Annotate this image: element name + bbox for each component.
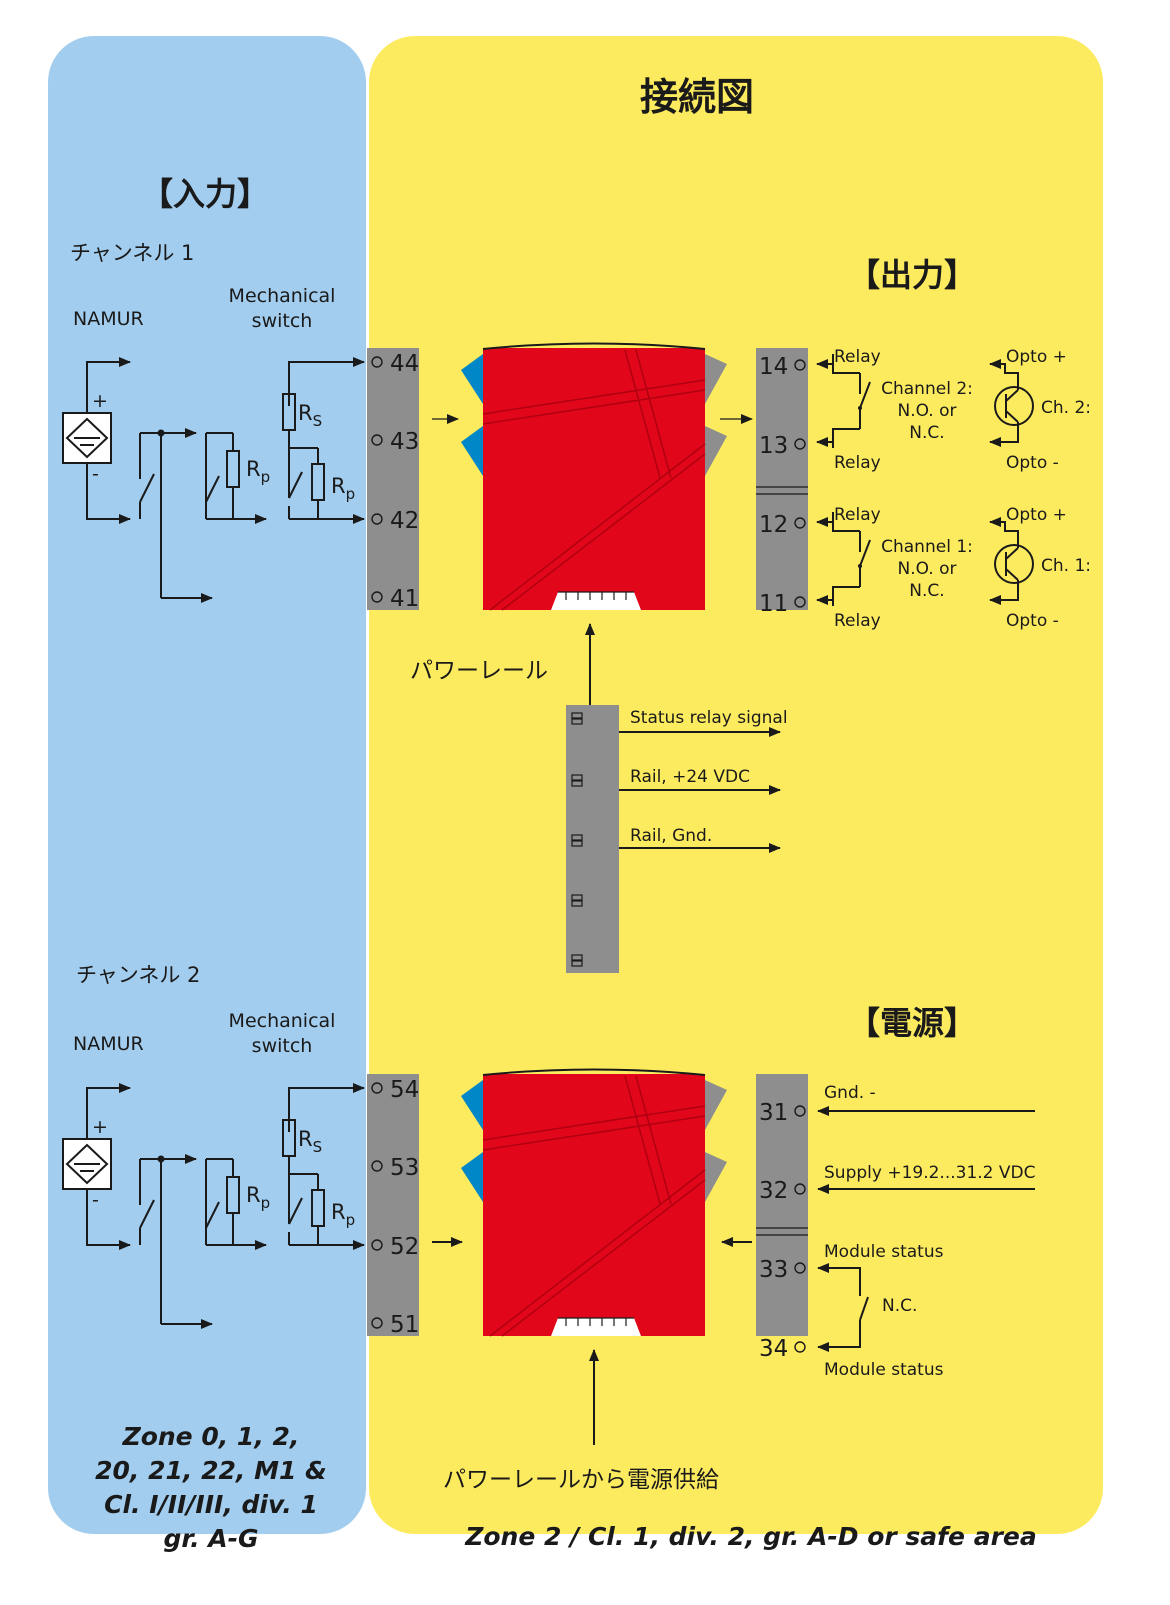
input-circuit-ch2: + - RS Rp Rp	[63, 1088, 364, 1324]
svg-text:Relay: Relay	[834, 453, 881, 473]
input-terminal-block-ch1: 44 43 42 41	[367, 348, 419, 612]
safe-zone-caption: Zone 2 / Cl. 1, div. 2, gr. A-D or safe …	[464, 1522, 1036, 1551]
svg-text:31: 31	[759, 1100, 788, 1126]
module-status-label-top: Module status	[824, 1242, 944, 1262]
svg-text:Rp: Rp	[331, 1200, 355, 1229]
isolator-module-top	[460, 342, 728, 611]
svg-text:44: 44	[390, 351, 419, 377]
output-header: 【出力】	[848, 256, 976, 294]
svg-text:Opto -: Opto -	[1006, 453, 1059, 473]
power-rail-connector	[566, 705, 619, 973]
svg-text:14: 14	[759, 354, 788, 380]
svg-text:Relay: Relay	[834, 505, 881, 525]
input-circuit-ch1: + - RS Rp Rp	[63, 362, 364, 598]
svg-text:42: 42	[390, 508, 419, 534]
svg-text:53: 53	[390, 1155, 419, 1181]
input-header: 【入力】	[141, 175, 269, 213]
module-status-relay	[817, 1263, 869, 1352]
supply-voltage-label: Supply +19.2...31.2 VDC	[824, 1163, 1036, 1183]
svg-text:RS: RS	[298, 401, 322, 430]
opto-output-ch2	[989, 359, 1034, 447]
svg-text:34: 34	[759, 1336, 788, 1362]
svg-text:Relay: Relay	[834, 611, 881, 631]
isolator-module-bottom	[460, 1068, 728, 1337]
svg-text:-: -	[92, 1189, 99, 1211]
svg-text:-: -	[92, 463, 99, 485]
relay-output-ch1	[816, 511, 871, 607]
svg-text:Opto +: Opto +	[1006, 505, 1067, 525]
svg-text:Ch. 2:: Ch. 2:	[1041, 398, 1091, 418]
channel2-label: チャンネル 2	[76, 963, 200, 987]
svg-text:Opto -: Opto -	[1006, 611, 1059, 631]
channel1-label: チャンネル 1	[70, 241, 194, 265]
svg-text:Relay: Relay	[834, 347, 881, 367]
svg-text:41: 41	[390, 586, 419, 612]
module-status-label-bottom: Module status	[824, 1360, 944, 1380]
nc-label: N.C.	[882, 1296, 917, 1316]
input-terminal-block-ch2: 54 53 52 51	[367, 1074, 419, 1338]
opto-output-ch1	[989, 517, 1034, 605]
svg-text:54: 54	[390, 1077, 419, 1103]
svg-text:12: 12	[759, 512, 788, 538]
svg-text:+: +	[92, 390, 108, 412]
svg-text:Rp: Rp	[331, 474, 355, 503]
namur-label-2: NAMUR	[73, 1033, 144, 1055]
svg-text:43: 43	[390, 429, 419, 455]
svg-text:11: 11	[759, 591, 788, 617]
rail-signal-status: Status relay signal	[630, 708, 788, 728]
rail-supply-label: パワーレールから電源供給	[443, 1467, 719, 1493]
hazardous-area-bg	[48, 36, 366, 1534]
power-header: 【電源】	[848, 1004, 976, 1042]
rail-signal-24v: Rail, +24 VDC	[630, 767, 750, 787]
svg-text:33: 33	[759, 1257, 788, 1283]
svg-text:51: 51	[390, 1312, 419, 1338]
svg-text:Rp: Rp	[246, 457, 270, 486]
relay-output-ch2	[816, 353, 871, 449]
namur-label-1: NAMUR	[73, 308, 144, 330]
svg-text:52: 52	[390, 1234, 419, 1260]
supply-terminal-block: 31 32 33 34	[756, 1074, 808, 1362]
svg-text:Ch. 1:: Ch. 1:	[1041, 556, 1091, 576]
rail-signal-gnd: Rail, Gnd.	[630, 826, 712, 846]
svg-text:Opto +: Opto +	[1006, 347, 1067, 367]
hazard-zone-caption: Zone 0, 1, 2,20, 21, 22, M1 &Cl. I/II/II…	[95, 1422, 327, 1553]
svg-text:+: +	[92, 1116, 108, 1138]
svg-text:RS: RS	[298, 1127, 322, 1156]
svg-text:Rp: Rp	[246, 1183, 270, 1212]
power-rail-label: パワーレール	[410, 658, 548, 684]
diagram-title: 接続図	[640, 75, 754, 119]
svg-text:32: 32	[759, 1178, 788, 1204]
svg-text:13: 13	[759, 433, 788, 459]
output-terminal-block: 14 13 12 11	[756, 348, 808, 617]
gnd-label: Gnd. -	[824, 1083, 876, 1103]
